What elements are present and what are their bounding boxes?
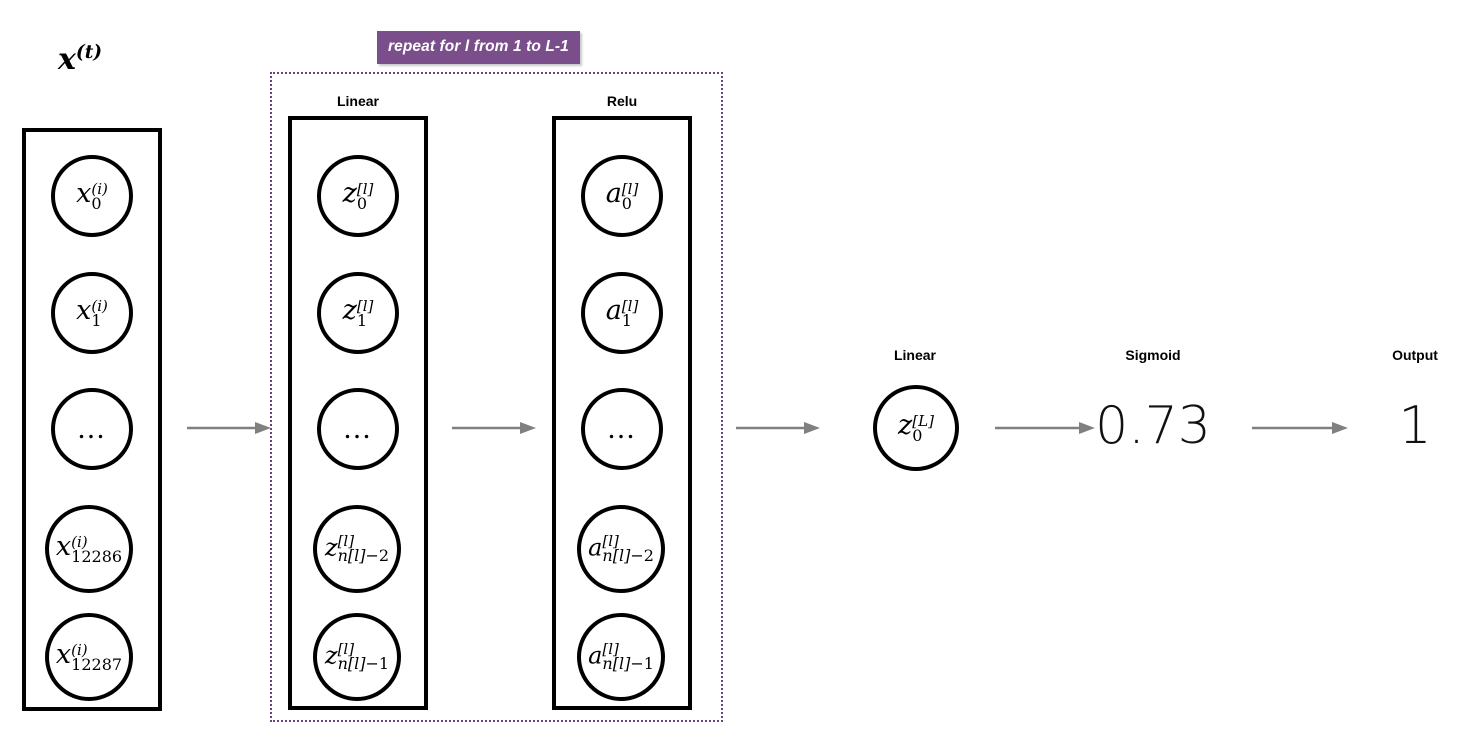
output-title: Output <box>1392 347 1438 363</box>
relu-node-n-minus-1[interactable]: a[l]n[l]−1 <box>577 613 665 701</box>
input-node-12286-label: x(i)12286 <box>55 531 123 567</box>
linear-node-0[interactable]: z[l]0 <box>317 155 399 237</box>
input-node-0[interactable]: x(i)0 <box>51 155 133 237</box>
repeat-banner: repeat for l from 1 to L-1 <box>377 31 580 64</box>
input-node-12287[interactable]: x(i)12287 <box>45 613 133 701</box>
input-ellipsis: ... <box>77 412 107 445</box>
linear-node-1-label: z[l]1 <box>342 295 374 331</box>
input-vector-label: x(t) <box>58 42 103 77</box>
relu-node-0[interactable]: a[l]0 <box>581 155 663 237</box>
input-node-1[interactable]: x(i)1 <box>51 272 133 354</box>
arrow-sigmoid-to-output <box>1252 418 1348 438</box>
linear-layer-title: Linear <box>336 93 379 109</box>
final-linear-node[interactable]: z[L]0 <box>873 385 959 471</box>
relu-node-1[interactable]: a[l]1 <box>581 272 663 354</box>
input-node-12287-label: x(i)12287 <box>55 639 123 675</box>
arrow-input-to-linear <box>187 418 271 438</box>
linear-node-0-label: z[l]0 <box>342 178 374 214</box>
output-value: 1 <box>1398 396 1432 456</box>
relu-ellipsis: ... <box>607 412 637 445</box>
linear-node-n-minus-2-label: z[l]n[l]−2 <box>324 531 390 565</box>
relu-node-n-minus-1-label: a[l]n[l]−1 <box>588 639 654 673</box>
input-node-1-label: x(i)1 <box>76 295 108 331</box>
linear-node-n-minus-1-label: z[l]n[l]−1 <box>324 639 390 673</box>
sigmoid-title: Sigmoid <box>1125 347 1181 363</box>
final-linear-title: Linear <box>893 347 936 363</box>
relu-node-1-label: a[l]1 <box>605 295 639 331</box>
input-vector-symbol: x <box>58 42 76 77</box>
relu-node-n-minus-2-label: a[l]n[l]−2 <box>588 531 654 565</box>
arrow-linear-to-relu <box>452 418 536 438</box>
relu-node-0-label: a[l]0 <box>605 178 639 214</box>
input-node-0-label: x(i)0 <box>76 178 108 214</box>
relu-node-ellipsis: ... <box>581 388 663 470</box>
linear-node-n-minus-1[interactable]: z[l]n[l]−1 <box>313 613 401 701</box>
linear-node-n-minus-2[interactable]: z[l]n[l]−2 <box>313 505 401 593</box>
linear-node-ellipsis: ... <box>317 388 399 470</box>
relu-node-n-minus-2[interactable]: a[l]n[l]−2 <box>577 505 665 593</box>
hidden-layers-group <box>270 72 723 722</box>
input-node-ellipsis: ... <box>51 388 133 470</box>
sigmoid-value: 0.73 <box>1095 396 1211 456</box>
final-linear-node-label: z[L]0 <box>898 410 934 446</box>
input-node-12286[interactable]: x(i)12286 <box>45 505 133 593</box>
linear-ellipsis: ... <box>343 412 373 445</box>
arrow-linear-to-sigmoid <box>995 418 1095 438</box>
arrow-relu-to-final-linear <box>736 418 820 438</box>
input-vector-superscript: (t) <box>75 42 103 63</box>
relu-layer-title: Relu <box>606 93 638 109</box>
linear-node-1[interactable]: z[l]1 <box>317 272 399 354</box>
